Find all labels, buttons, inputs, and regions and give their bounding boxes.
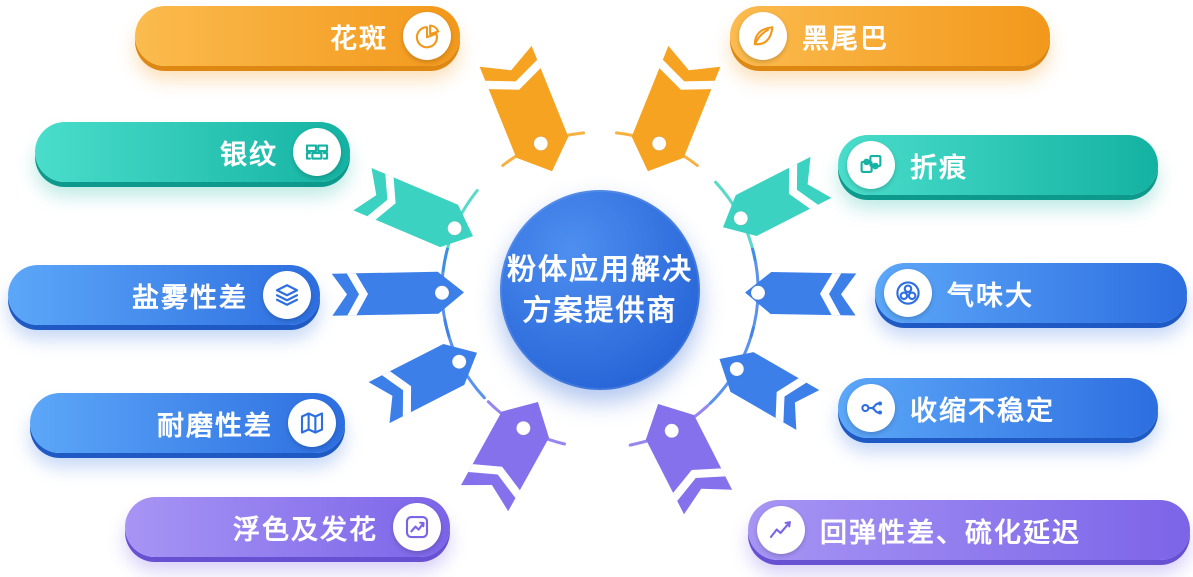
pill-fuse-fahua-label: 浮色及发花 bbox=[233, 514, 378, 546]
pill-fuse-fahua: 浮色及发花 bbox=[125, 497, 450, 557]
pill-yinwen: 银纹 bbox=[35, 122, 350, 182]
puzzle-icon bbox=[847, 141, 895, 189]
pill-shousuobuwending: 收缩不稳定 bbox=[838, 378, 1158, 438]
pill-huitanxingcha: 回弹性差、硫化延迟 bbox=[748, 500, 1190, 560]
pill-heiweiba: 黑尾巴 bbox=[730, 6, 1050, 66]
pill-yinwen-label: 银纹 bbox=[220, 139, 278, 171]
pill-heiweiba-label: 黑尾巴 bbox=[802, 23, 889, 55]
trend-arrow-icon bbox=[393, 503, 441, 551]
pill-yanwuxingcha: 盐雾性差 bbox=[8, 265, 320, 325]
bubbles-icon bbox=[884, 269, 932, 317]
leaf-icon bbox=[739, 12, 787, 60]
pill-qiweida-label: 气味大 bbox=[947, 280, 1034, 312]
center-title-line2: 方案提供商 bbox=[522, 293, 678, 327]
pill-zhehen-label: 折痕 bbox=[910, 152, 968, 184]
pill-naimoxingcha-label: 耐磨性差 bbox=[157, 410, 273, 442]
pill-huaban: 花斑 bbox=[135, 6, 460, 66]
pill-qiweida: 气味大 bbox=[875, 263, 1187, 323]
pill-huaban-label: 花斑 bbox=[330, 23, 388, 55]
pill-huitanxingcha-label: 回弹性差、硫化延迟 bbox=[820, 517, 1081, 549]
pill-naimoxingcha: 耐磨性差 bbox=[30, 393, 345, 453]
center-title-line1: 粉体应用解决 bbox=[506, 252, 693, 287]
map-icon bbox=[288, 399, 336, 447]
pill-zhehen: 折痕 bbox=[838, 135, 1158, 195]
layers-icon bbox=[263, 271, 311, 319]
bricks-icon bbox=[293, 128, 341, 176]
pill-yanwuxingcha-label: 盐雾性差 bbox=[132, 282, 248, 314]
pie-chart-icon bbox=[403, 12, 451, 60]
pill-shousuobuwending-label: 收缩不稳定 bbox=[910, 395, 1055, 427]
center-node: 粉体应用解决 方案提供商 bbox=[500, 190, 700, 390]
line-chart-icon bbox=[757, 506, 805, 554]
branch-dots-icon bbox=[847, 384, 895, 432]
